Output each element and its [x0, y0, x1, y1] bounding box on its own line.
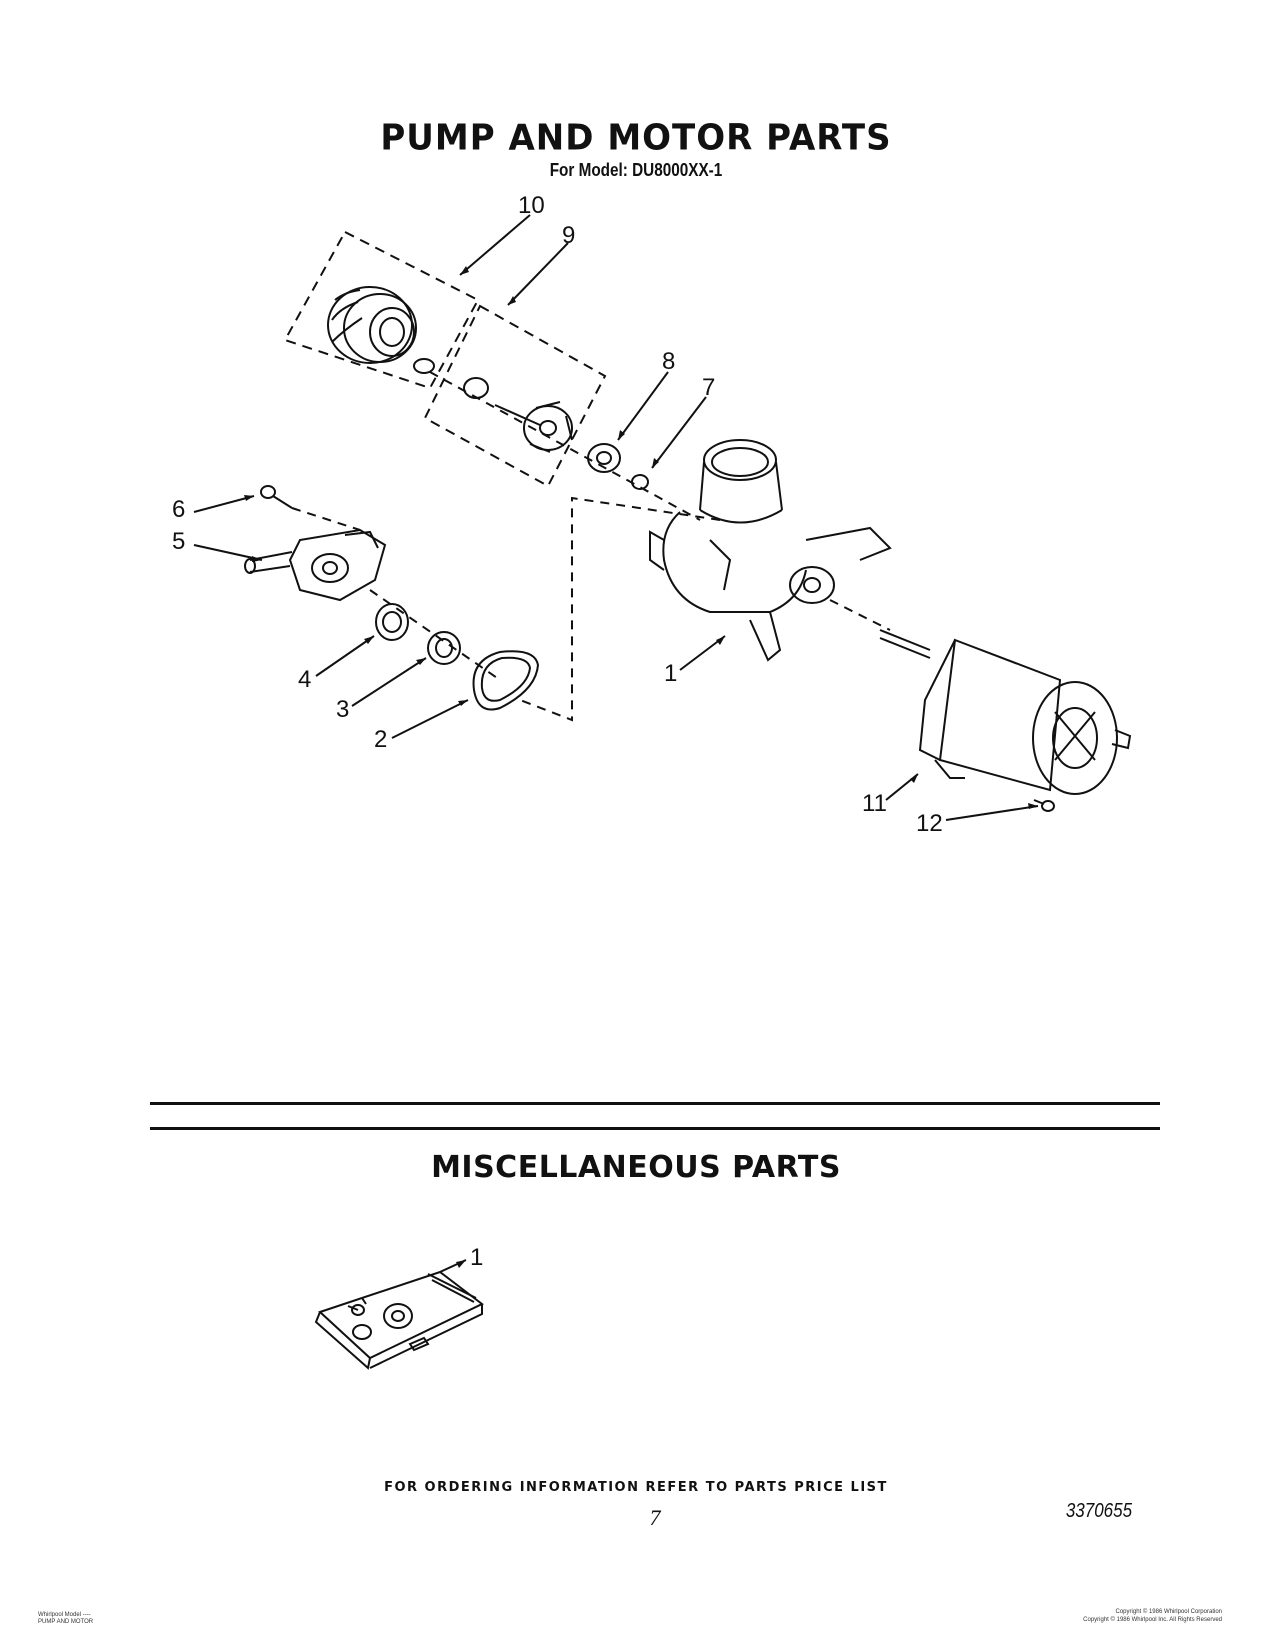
item-2-gasket	[472, 650, 540, 711]
footer-left: Whirlpool Model ---- PUMP AND MOTOR	[38, 1612, 93, 1626]
item-1-pump-housing	[649, 439, 892, 662]
callout-5: 5	[172, 528, 186, 555]
callout-2: 2	[374, 726, 388, 753]
callout-11: 11	[862, 790, 887, 817]
callout-4: 4	[298, 666, 312, 693]
callout-10: 10	[518, 192, 545, 219]
item-10-dashed-box	[283, 230, 480, 390]
footer-copyright: Copyright © 1986 Whirlpool Corporation C…	[1083, 1608, 1222, 1624]
misc-section-title: MISCELLANEOUS PARTS	[431, 1150, 841, 1185]
cover-dashed-axis	[291, 507, 501, 681]
item-3-seal	[427, 631, 461, 665]
item-7-washer	[631, 474, 649, 490]
page-number: 7	[649, 1505, 661, 1530]
motor-shaft	[879, 629, 931, 651]
divider-rule-bottom	[150, 1127, 1160, 1130]
page-title: PUMP AND MOTOR PARTS	[380, 117, 892, 159]
misc-part-diagram	[314, 1259, 484, 1370]
item-4-seal	[375, 603, 409, 641]
footer-left-line1: Whirlpool Model ----	[38, 1612, 91, 1618]
item-9-dashed-box	[423, 304, 607, 488]
item-11-motor	[918, 638, 1132, 795]
misc-item-1-bracket	[314, 1259, 484, 1370]
item-12-screw	[1033, 799, 1055, 812]
small-seal	[413, 358, 435, 374]
misc-callout-1: 1	[470, 1244, 484, 1271]
item-6-screw	[260, 485, 293, 509]
callout-3: 3	[336, 696, 350, 723]
item-9-impeller	[463, 377, 573, 453]
bracket-dashed-line	[519, 496, 721, 722]
callout-7: 7	[702, 374, 716, 401]
model-subtitle: For Model: DU8000XX-1	[549, 160, 723, 180]
footer-left-line2: PUMP AND MOTOR	[38, 1619, 94, 1625]
footer-right-line2: Copyright © 1986 Whirlpool Inc. All Righ…	[1083, 1617, 1222, 1623]
callout-1: 1	[664, 660, 678, 687]
callout-6: 6	[172, 496, 186, 523]
assembly-axis-line	[429, 371, 701, 521]
item-10-filter-drum	[327, 286, 417, 364]
item-5-pump-cover	[244, 528, 387, 602]
ordering-note: FOR ORDERING INFORMATION REFER TO PARTS …	[384, 1480, 888, 1495]
callout-12: 12	[916, 810, 943, 837]
callout-8: 8	[662, 348, 676, 375]
document-number: 3370655	[1065, 1500, 1133, 1522]
leader-arrowheads	[244, 266, 1038, 809]
divider-rule-top	[150, 1102, 1160, 1105]
callout-9: 9	[562, 222, 576, 249]
footer-right-line1: Copyright © 1986 Whirlpool Corporation	[1115, 1609, 1222, 1615]
